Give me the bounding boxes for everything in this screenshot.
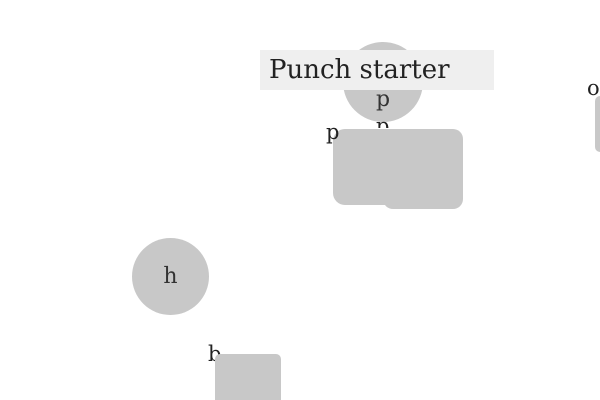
edge-shape[interactable] (595, 96, 600, 152)
top-circle-label: p (375, 86, 391, 112)
page-title: Punch starter (260, 50, 494, 90)
card-right-label: p (376, 116, 390, 128)
left-circle-label: h (163, 264, 178, 289)
edge-label: o (587, 76, 600, 100)
card-left-label: p (326, 120, 340, 144)
bottom-square-node[interactable] (215, 354, 281, 400)
left-circle-node[interactable]: h (132, 238, 209, 315)
card-right[interactable] (383, 129, 463, 209)
